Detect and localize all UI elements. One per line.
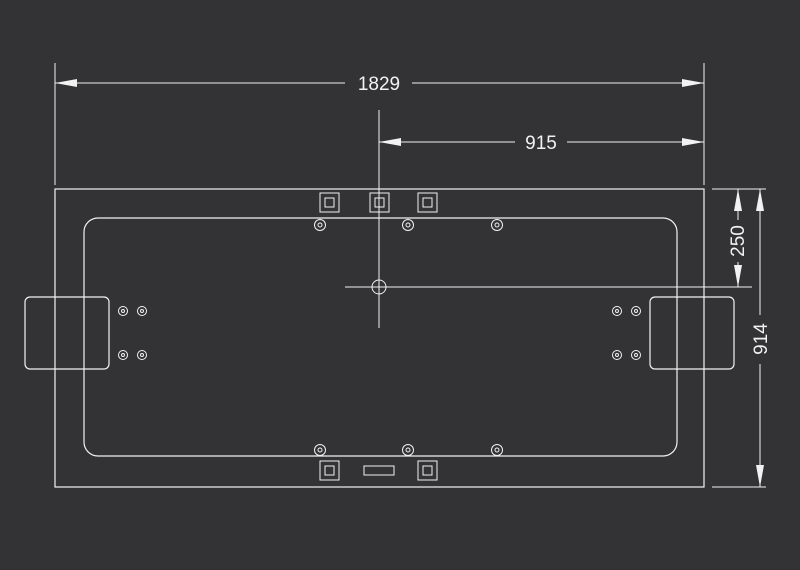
- dimension-overall-width: 914: [751, 189, 772, 487]
- control-button: [319, 192, 340, 213]
- bottom-jets: [314, 444, 503, 456]
- jet-icon: [612, 306, 622, 316]
- jet-icon: [631, 306, 641, 316]
- dimension-drain-offset: 250: [728, 189, 749, 287]
- jet-icon: [402, 444, 414, 456]
- jet-icon: [612, 350, 622, 360]
- jet-icon: [491, 444, 503, 456]
- jet-icon: [137, 306, 147, 316]
- jet-icon: [491, 219, 503, 231]
- dimension-half-length: 915: [379, 133, 704, 154]
- left-side-jets: [118, 306, 147, 360]
- dimension-overall-length: 1829: [55, 74, 704, 95]
- jet-icon: [118, 350, 128, 360]
- headrest-left: [24, 296, 110, 370]
- dimension-label-overall-length: 1829: [358, 74, 400, 95]
- dimension-label-half-length: 915: [525, 133, 557, 154]
- control-button: [417, 192, 438, 213]
- jet-icon: [314, 444, 326, 456]
- dimension-label-drain-offset: 250: [728, 225, 749, 257]
- control-button: [319, 460, 340, 481]
- top-jets: [314, 219, 503, 231]
- control-slot: [363, 465, 395, 476]
- jet-icon: [137, 350, 147, 360]
- jet-icon: [631, 350, 641, 360]
- bottom-controls: [319, 460, 438, 481]
- jet-icon: [314, 219, 326, 231]
- tub-inner-basin: [83, 217, 678, 457]
- jet-icon: [118, 306, 128, 316]
- headrest-right: [649, 296, 735, 370]
- jet-icon: [402, 219, 414, 231]
- control-button: [417, 460, 438, 481]
- right-side-jets: [612, 306, 641, 360]
- dimension-label-overall-width: 914: [751, 323, 772, 355]
